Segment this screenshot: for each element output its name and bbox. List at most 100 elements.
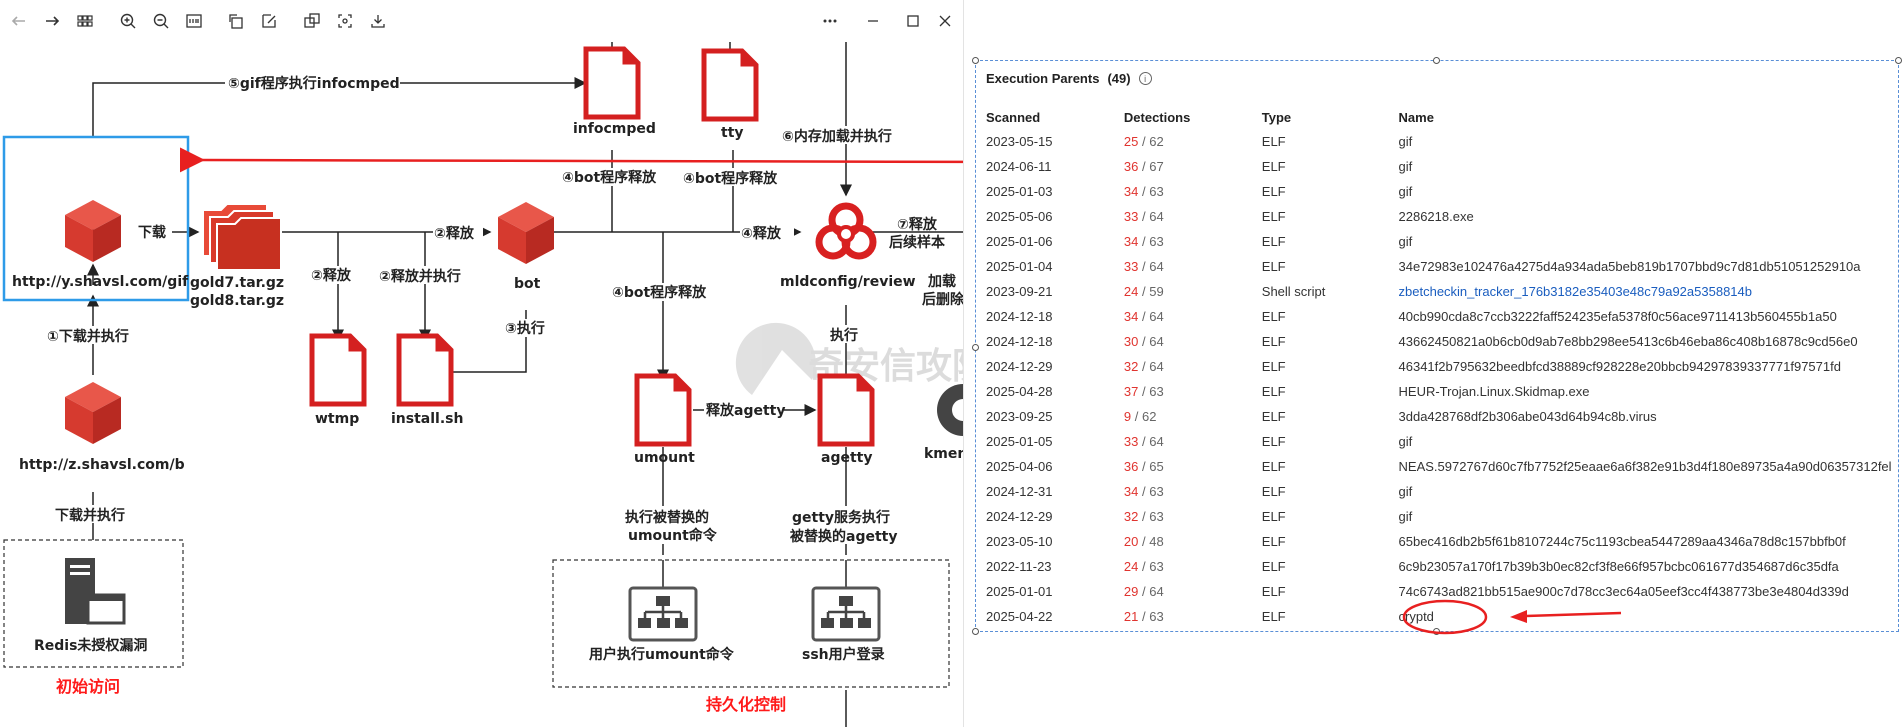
zoom-out-icon[interactable] <box>151 11 171 31</box>
back-icon[interactable] <box>9 11 29 31</box>
cell-scanned: 2025-04-22 <box>986 609 1053 624</box>
cell-name[interactable]: gif <box>1399 479 1898 504</box>
cell-name[interactable]: 6c9b23057a170f17b39b3b0ec82cf3f8e66f957b… <box>1399 554 1898 579</box>
resize-handle[interactable] <box>972 628 979 635</box>
col-type[interactable]: Type <box>1261 109 1292 125</box>
file-name[interactable]: gif <box>1398 509 1413 524</box>
resize-handle[interactable] <box>972 57 979 64</box>
file-name[interactable]: 3dda428768df2b306abe043d64b94c8b.virus <box>1398 409 1657 424</box>
cell-detections: 30 / 64 <box>1124 329 1262 354</box>
file-name[interactable]: gif <box>1398 234 1413 249</box>
cell-name[interactable]: 43662450821a0b6cb0d9ab7e8bb298ee5413c6b4… <box>1399 329 1898 354</box>
file-name[interactable]: 2286218.exe <box>1398 209 1474 224</box>
cell-name[interactable]: gif <box>1399 429 1898 454</box>
cell-name[interactable]: zbetcheckin_tracker_176b3182e35403e48c79… <box>1399 279 1898 304</box>
cell-name[interactable]: gif <box>1399 179 1898 204</box>
fit-icon[interactable] <box>184 11 204 31</box>
info-icon[interactable]: i <box>1138 72 1152 85</box>
file-name[interactable]: gif <box>1398 184 1413 199</box>
cell-type: ELF <box>1261 384 1286 399</box>
col-detections[interactable]: Detections <box>1123 109 1191 125</box>
resize-handle[interactable] <box>1895 57 1902 64</box>
rotate-icon[interactable] <box>226 11 246 31</box>
b-node-icon <box>65 382 121 444</box>
file-name[interactable]: 65bec416db2b5f61b8107244c75c1193cbea5447… <box>1398 534 1846 549</box>
detection-count: 36 <box>1123 159 1139 174</box>
cell-name[interactable]: 3dda428768df2b306abe043d64b94c8b.virus <box>1399 404 1898 429</box>
file-name[interactable]: 40cb990cda8c7ccb3222faff524235efa5378f0c… <box>1398 309 1837 324</box>
col-name[interactable]: Name <box>1398 109 1434 125</box>
file-name[interactable]: 46341f2b795632beedbfcd38889cf928228e20bb… <box>1398 359 1841 374</box>
label-persistence: 持久化控制 <box>706 695 786 714</box>
cell-name[interactable]: 46341f2b795632beedbfcd38889cf928228e20bb… <box>1399 354 1898 379</box>
resize-handle[interactable] <box>972 344 979 351</box>
crop-icon[interactable] <box>335 11 355 31</box>
cell-name[interactable]: HEUR-Trojan.Linux.Skidmap.exe <box>1399 379 1898 404</box>
file-name[interactable]: 74c6743ad821bb515ae900c7d78cc3ec64a05eef… <box>1398 584 1849 599</box>
cell-name[interactable]: gif <box>1399 129 1898 154</box>
minimize-icon[interactable] <box>863 11 883 31</box>
file-name[interactable]: cryptd <box>1398 609 1434 624</box>
more-icon[interactable] <box>820 11 840 31</box>
close-icon[interactable] <box>935 11 955 31</box>
zoom-in-icon[interactable] <box>118 11 138 31</box>
cell-name[interactable]: 74c6743ad821bb515ae900c7d78cc3ec64a05eef… <box>1399 579 1898 604</box>
cell-name[interactable]: cryptd <box>1399 604 1898 629</box>
cell-name[interactable]: 65bec416db2b5f61b8107244c75c1193cbea5447… <box>1399 529 1898 554</box>
cell-name[interactable]: gif <box>1399 154 1898 179</box>
detection-count: 34 <box>1123 184 1139 199</box>
download-icon[interactable] <box>368 11 388 31</box>
file-name[interactable]: zbetcheckin_tracker_176b3182e35403e48c79… <box>1398 284 1752 299</box>
grid-icon[interactable] <box>75 11 95 31</box>
cell-type: ELF <box>1261 259 1286 274</box>
cell-detections: 34 / 64 <box>1124 304 1262 329</box>
cell-name[interactable]: NEAS.5972767d60c7fb7752f25eaae6a6f382e91… <box>1399 454 1898 479</box>
file-name[interactable]: 6c9b23057a170f17b39b3b0ec82cf3f8e66f957b… <box>1398 559 1839 574</box>
cell-type: ELF <box>1261 309 1286 324</box>
file-name[interactable]: NEAS.5972767d60c7fb7752f25eaae6a6f382e91… <box>1398 459 1892 474</box>
copy-icon[interactable] <box>302 11 322 31</box>
file-name[interactable]: gif <box>1398 134 1413 149</box>
file-name[interactable]: HEUR-Trojan.Linux.Skidmap.exe <box>1398 384 1590 399</box>
selected-node-box[interactable] <box>2 135 190 302</box>
edit-icon[interactable] <box>259 11 279 31</box>
resize-handle[interactable] <box>1433 57 1440 64</box>
cell-scanned: 2024-06-11 <box>986 159 1052 174</box>
file-name[interactable]: gif <box>1398 434 1413 449</box>
col-scanned[interactable]: Scanned <box>986 109 1041 125</box>
file-name[interactable]: 43662450821a0b6cb0d9ab7e8bb298ee5413c6b4… <box>1398 334 1858 349</box>
cell-name[interactable]: gif <box>1399 504 1898 529</box>
cell-detections: 32 / 63 <box>1124 504 1262 529</box>
detection-total: / 63 <box>1141 609 1164 624</box>
cell-name[interactable]: gif <box>1399 229 1898 254</box>
image-viewer: 奇安信攻防社区 <box>2 0 964 727</box>
cell-name[interactable]: 34e72983e102476a4275d4a934ada5beb819b170… <box>1399 254 1898 279</box>
cell-name[interactable]: 2286218.exe <box>1399 204 1898 229</box>
cell-name[interactable]: 40cb990cda8c7ccb3222faff524235efa5378f0c… <box>1399 304 1898 329</box>
maximize-icon[interactable] <box>903 11 923 31</box>
forward-icon[interactable] <box>42 11 62 31</box>
file-name[interactable]: gif <box>1398 484 1413 499</box>
file-name[interactable]: gif <box>1398 159 1413 174</box>
file-name[interactable]: 34e72983e102476a4275d4a934ada5beb819b170… <box>1398 259 1861 274</box>
